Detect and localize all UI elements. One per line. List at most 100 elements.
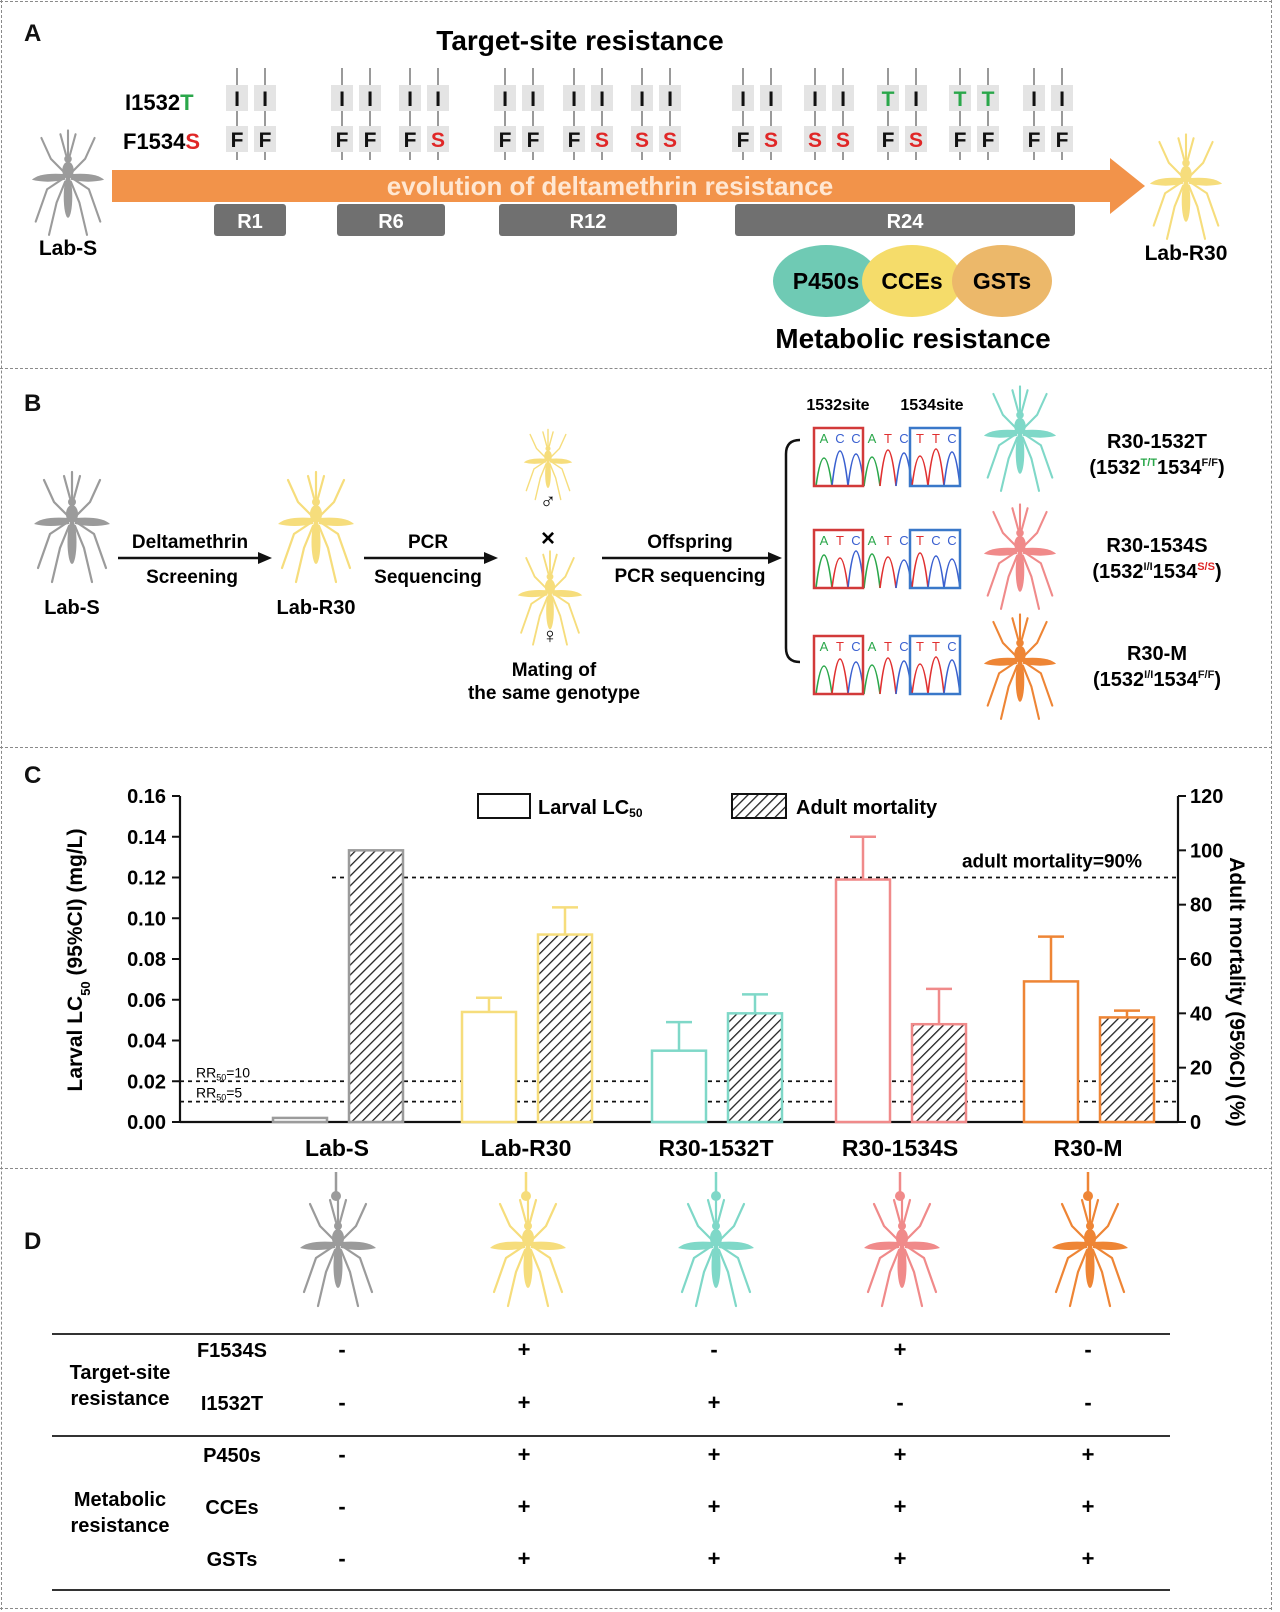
strain-labels: R30-1532T(1532T/T1534F/F)R30-1534S(1532I… bbox=[1089, 431, 1224, 691]
allele-box bbox=[522, 126, 544, 152]
mosquito-leg bbox=[718, 1202, 746, 1242]
mosquito-antenna bbox=[68, 133, 77, 157]
allele-1534: F bbox=[527, 129, 540, 152]
mosquito-antenna bbox=[528, 1198, 538, 1224]
mosquito-wing bbox=[1149, 177, 1184, 186]
mosquito-antenna bbox=[62, 474, 72, 500]
mosquito-icon bbox=[983, 503, 1057, 610]
mosquito-lab-r30-a bbox=[1149, 133, 1223, 240]
mosquito-antenna bbox=[518, 1198, 528, 1224]
allele-box bbox=[254, 126, 276, 152]
allele-box bbox=[804, 126, 826, 152]
allele-1532: I bbox=[639, 88, 645, 111]
row-label: I1532T bbox=[201, 1393, 263, 1415]
mosquito-leg bbox=[986, 432, 1018, 479]
mosquito-thorax bbox=[710, 1229, 722, 1247]
mosquito-leg bbox=[1022, 392, 1048, 430]
mosquito-leg bbox=[1021, 554, 1041, 610]
trace-peak bbox=[927, 448, 945, 487]
allele-1534: S bbox=[595, 129, 609, 152]
trace-peak bbox=[863, 553, 881, 589]
table-cell: - bbox=[338, 1337, 345, 1362]
panel-label-b: B bbox=[24, 390, 42, 417]
base-call: T bbox=[884, 431, 892, 446]
mosquito-wing bbox=[1022, 657, 1057, 666]
mosquito-antenna bbox=[338, 1198, 348, 1224]
mosquito-icon bbox=[864, 1194, 940, 1308]
arrow3-bottom: PCR sequencing bbox=[615, 566, 766, 587]
round-r24-label: R24 bbox=[887, 211, 925, 233]
mosquito-leg bbox=[686, 1202, 714, 1242]
row-label: GSTs bbox=[207, 1549, 258, 1571]
mosquito-leg bbox=[294, 524, 315, 584]
adult-bar bbox=[726, 1012, 784, 1124]
trace-peak bbox=[879, 657, 897, 695]
mosquito-antenna bbox=[1177, 137, 1186, 161]
mosquito-leg bbox=[525, 557, 548, 590]
allele-1532: I bbox=[812, 88, 818, 111]
base-call: A bbox=[868, 431, 877, 446]
trace-peak bbox=[943, 659, 961, 695]
arrow2-top: PCR bbox=[408, 532, 448, 553]
mosquito-thorax bbox=[896, 1229, 908, 1247]
mosquito-leg bbox=[880, 1248, 901, 1308]
allele-box bbox=[760, 85, 782, 111]
group-metabolic-line1: Metabolic bbox=[74, 1489, 166, 1511]
mosquito-leg bbox=[1187, 184, 1207, 240]
allele-1534: F bbox=[499, 129, 512, 152]
mosquito-leg bbox=[73, 524, 94, 584]
mosquito-abdomen bbox=[711, 1244, 721, 1288]
mosquito-leg bbox=[529, 1248, 550, 1308]
allele-1532: I bbox=[840, 88, 846, 111]
right-tick-label: 120 bbox=[1190, 786, 1223, 808]
base-call: T bbox=[836, 639, 844, 654]
mosquito-leg bbox=[904, 1244, 938, 1294]
mosquito-leg bbox=[70, 136, 96, 174]
enzyme-gsts-bubble bbox=[952, 245, 1052, 317]
mosquito-icon bbox=[1149, 133, 1223, 240]
mosquito-male bbox=[523, 428, 573, 501]
larval-bar bbox=[650, 1049, 708, 1124]
mortality-ref-label: adult mortality=90% bbox=[962, 852, 1142, 873]
mosquito-antenna bbox=[542, 431, 548, 447]
mosquito-antenna bbox=[1090, 1198, 1100, 1224]
base-call: C bbox=[947, 639, 956, 654]
panel-label-a: A bbox=[24, 20, 42, 47]
mosquito-wing bbox=[300, 1241, 335, 1250]
mosquito-leg bbox=[1022, 432, 1054, 479]
allele-1534: S bbox=[808, 129, 822, 152]
allele-1534: F bbox=[882, 129, 895, 152]
frame-right bbox=[1271, 0, 1272, 1610]
base-call: C bbox=[899, 639, 908, 654]
mosquito-wing bbox=[983, 657, 1018, 666]
allele-1532: I bbox=[339, 88, 345, 111]
mosquito-icon bbox=[490, 1194, 566, 1308]
right-tick-label: 100 bbox=[1190, 840, 1223, 862]
mosquito-head bbox=[712, 1222, 720, 1230]
allele-1534: F bbox=[404, 129, 417, 152]
mosquito-antenna bbox=[1011, 507, 1020, 531]
mosquito-wing bbox=[34, 517, 69, 526]
chart-ylabel-left: Larval LC50 (95%CI) (mg/L) bbox=[64, 828, 93, 1091]
adult-bar bbox=[910, 1022, 968, 1124]
base-call: A bbox=[868, 533, 877, 548]
table-cell: + bbox=[894, 1337, 907, 1362]
allele-1532: T bbox=[954, 88, 967, 111]
mating-line1: Mating of bbox=[512, 660, 597, 681]
mosquito-r30-1532t-d bbox=[678, 1194, 754, 1308]
i1532-label: I1532T bbox=[125, 90, 194, 115]
mosquito-leg bbox=[308, 1202, 336, 1242]
mosquito-wing bbox=[678, 1241, 713, 1250]
male-symbol: ♂ bbox=[540, 488, 557, 513]
rr-ref-label: RR50=5 bbox=[196, 1085, 242, 1103]
allele-box bbox=[732, 85, 754, 111]
enzyme-cces-bubble bbox=[862, 245, 962, 317]
allele-box bbox=[563, 126, 585, 152]
trace-peak bbox=[831, 557, 849, 589]
allele-box bbox=[427, 126, 449, 152]
lab-s-label-b: Lab-S bbox=[44, 597, 100, 619]
mosquito-wing bbox=[1188, 177, 1223, 186]
